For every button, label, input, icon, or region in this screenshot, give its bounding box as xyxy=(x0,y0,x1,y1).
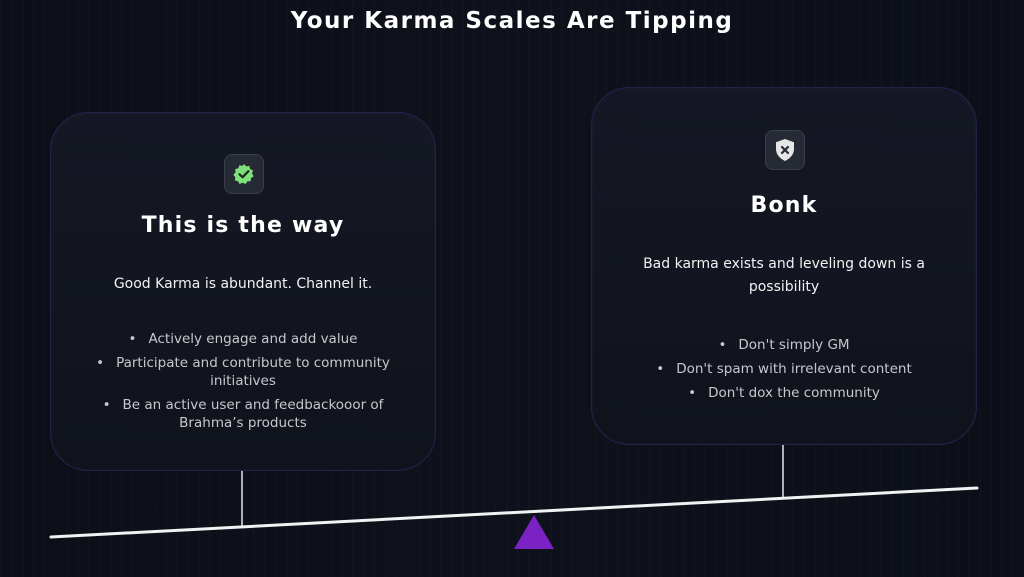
list-item: Be an active user and feedbackooor of Br… xyxy=(81,396,405,432)
shield-x-icon xyxy=(765,130,805,170)
good-card-title: This is the way xyxy=(141,213,345,238)
bad-rules-list: Don't simply GM Don't spam with irreleva… xyxy=(622,336,946,408)
list-item: Don't simply GM xyxy=(622,336,946,354)
check-badge-icon xyxy=(224,154,264,194)
bad-karma-card: Bonk Bad karma exists and leveling down … xyxy=(591,87,977,445)
page-title: Your Karma Scales Are Tipping xyxy=(290,8,734,34)
list-item: Don't spam with irrelevant content xyxy=(622,360,946,378)
good-card-subtitle: Good Karma is abundant. Channel it. xyxy=(113,276,373,292)
bad-card-subtitle: Bad karma exists and leveling down is a … xyxy=(643,256,925,295)
good-rules-list: Actively engage and add value Participat… xyxy=(81,330,405,438)
list-item: Participate and contribute to community … xyxy=(81,354,405,390)
scale-fulcrum xyxy=(514,515,554,549)
good-karma-card: This is the way Good Karma is abundant. … xyxy=(50,112,436,471)
list-item: Don't dox the community xyxy=(622,384,946,402)
list-item: Actively engage and add value xyxy=(81,330,405,348)
scale-beam xyxy=(49,486,979,539)
bad-card-title: Bonk xyxy=(750,193,818,218)
